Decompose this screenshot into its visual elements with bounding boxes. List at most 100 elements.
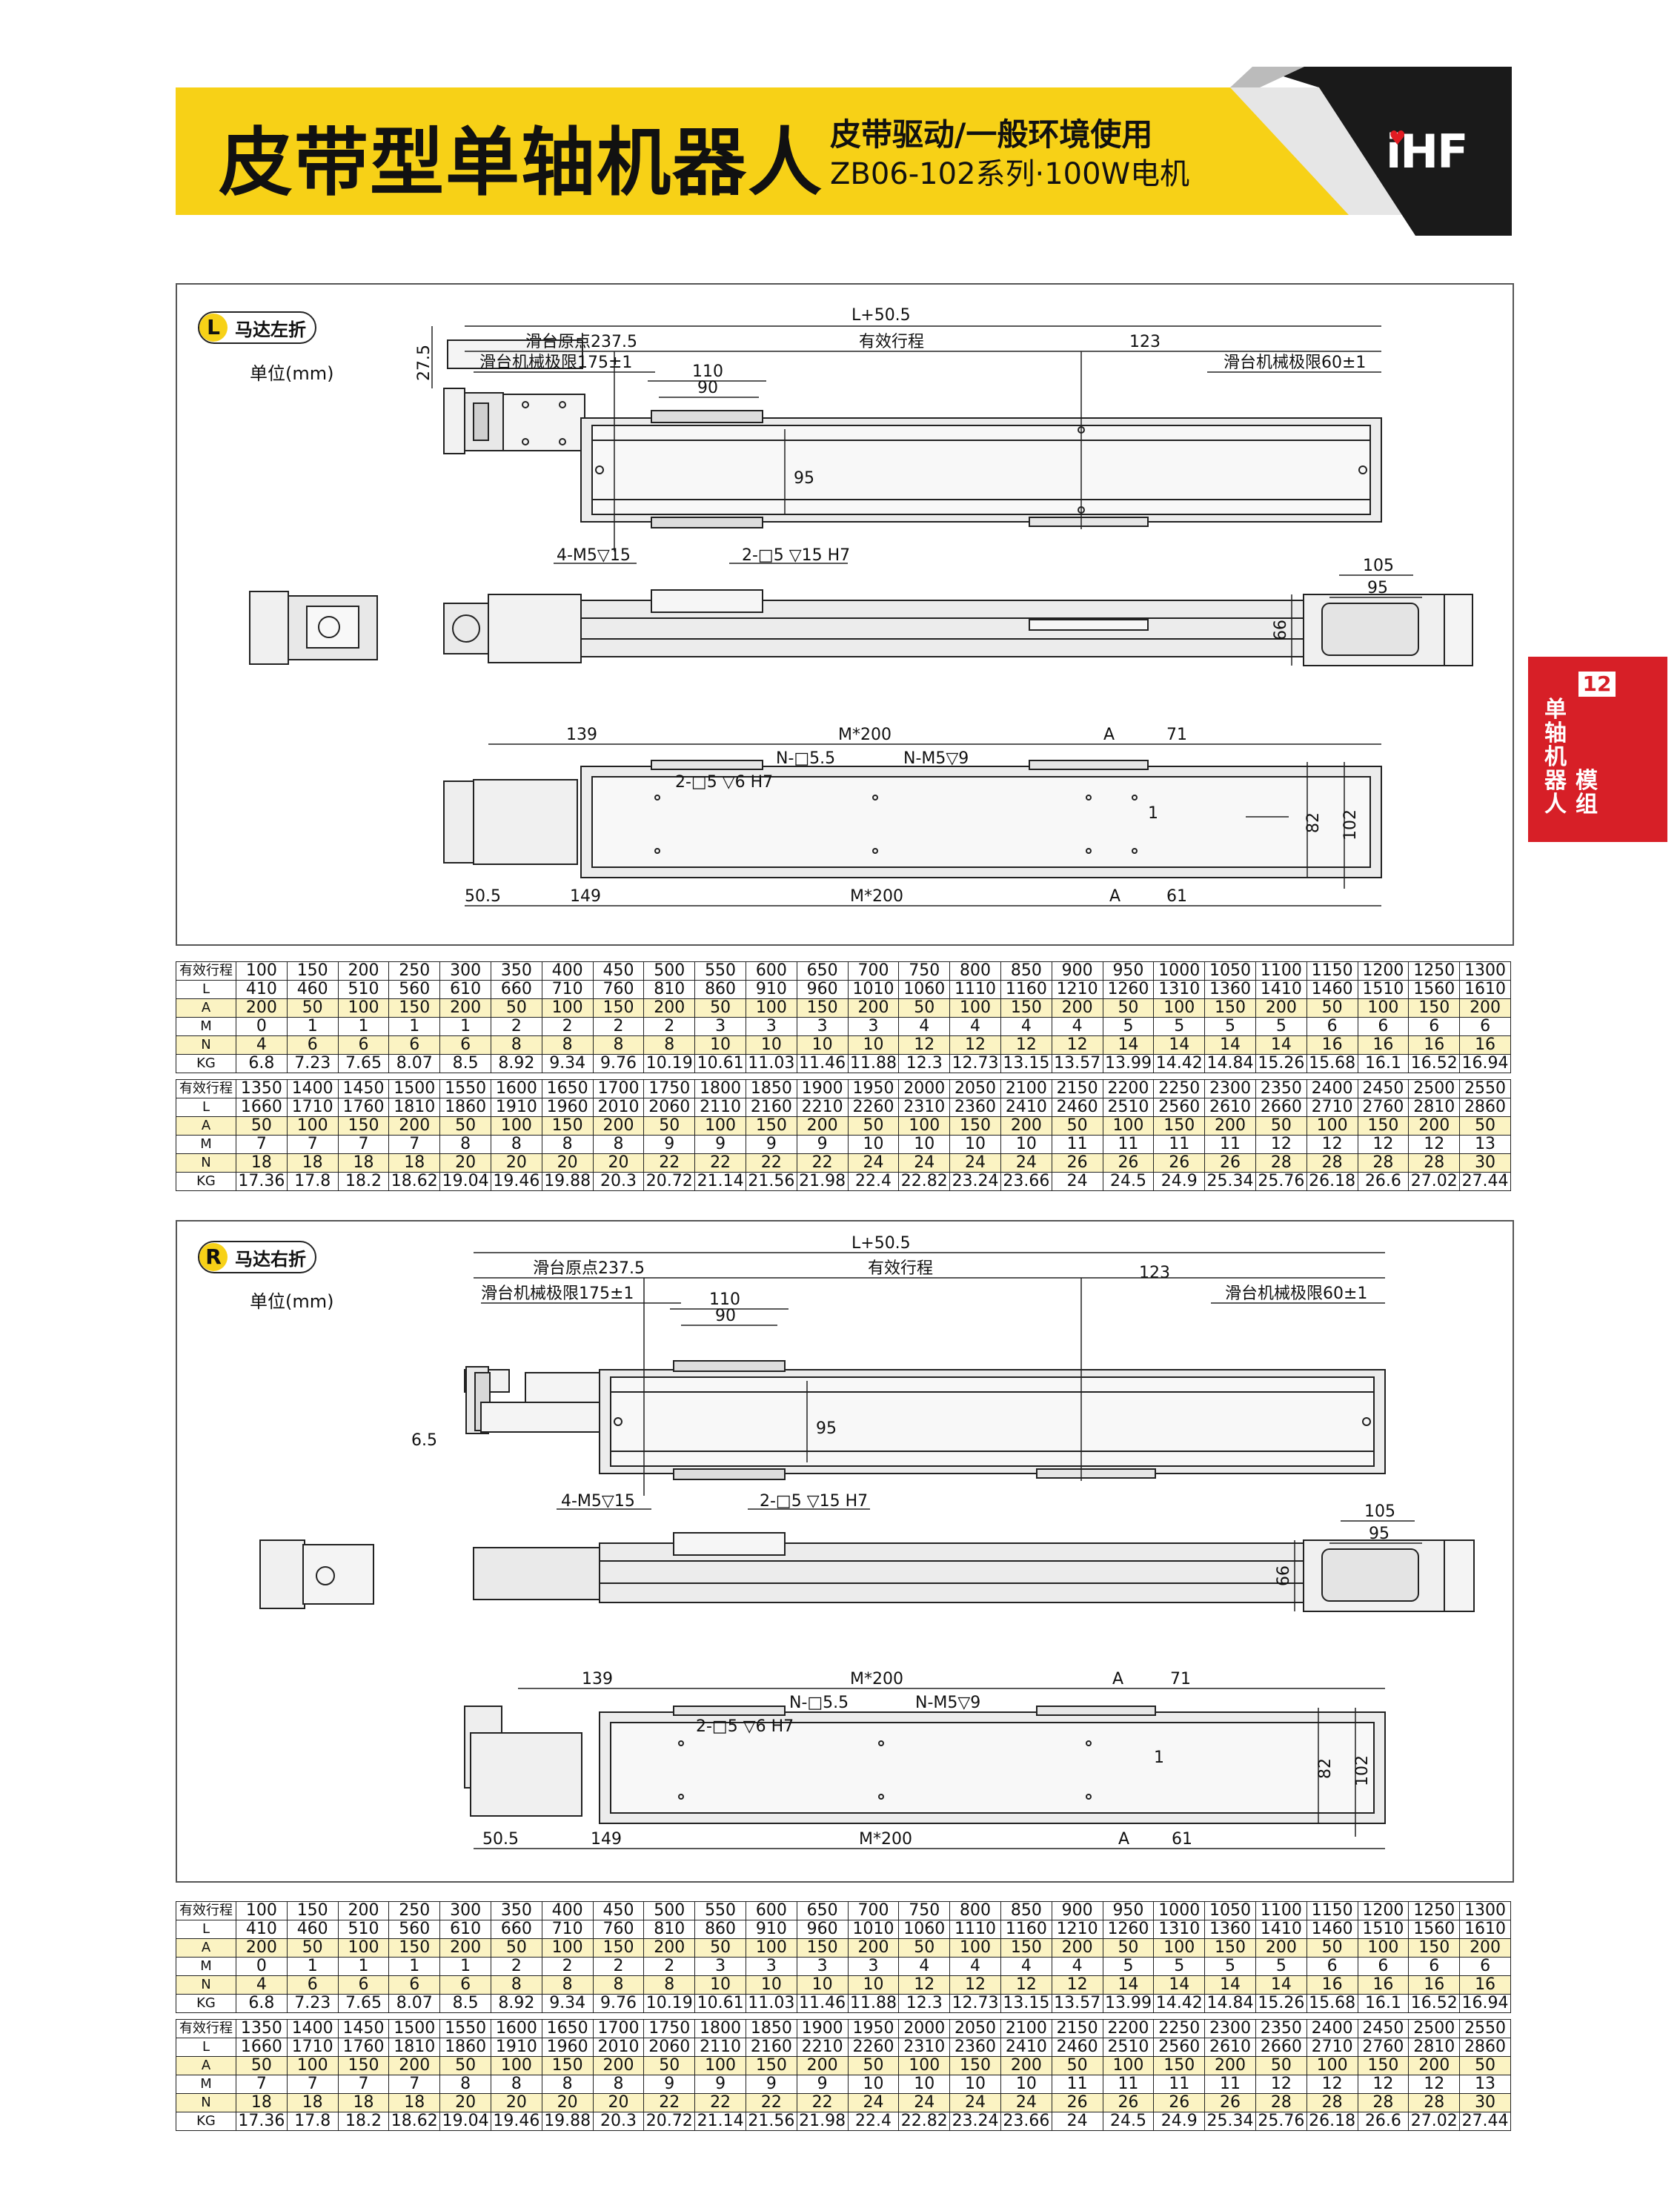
spec-cell: 5 [1153, 1957, 1206, 1976]
dim-limit-right: 滑台机械极限60±1 [1225, 1285, 1367, 1303]
spec-cell: 150 [1153, 1116, 1206, 1136]
spec-cell: 100 [949, 998, 1001, 1018]
spec-cell: 2410 [1000, 1098, 1052, 1117]
spec-cell: 18 [286, 1153, 339, 1173]
spec-cell: 0 [236, 1017, 288, 1036]
spec-cell: 26.6 [1357, 2112, 1410, 2131]
spec-cell: 6 [1306, 1017, 1358, 1036]
spec-cell: 1 [388, 1017, 441, 1036]
spec-cell: 200 [1051, 1938, 1103, 1958]
spec-cell: 1550 [439, 2019, 491, 2038]
spec-cell: 750 [898, 961, 951, 981]
spec-cell: 6 [388, 1035, 441, 1055]
spec-cell: 100 [1357, 1938, 1410, 1958]
spec-cell: 1650 [541, 1079, 594, 1098]
spec-cell: 7 [337, 2075, 390, 2094]
spec-cell: 24 [949, 1153, 1001, 1173]
spec-cell: 19.04 [439, 2112, 491, 2131]
spec-cell: 1610 [1459, 1920, 1511, 1939]
spec-cell: 14.84 [1204, 1994, 1256, 2013]
spec-cell: 17.8 [286, 1172, 339, 1191]
spec-cell: 1110 [949, 980, 1001, 999]
spec-row-label: N [176, 1153, 236, 1173]
spec-cell: 1900 [796, 1079, 849, 1098]
spec-cell: 1 [286, 1957, 339, 1976]
spec-cell: 1 [439, 1957, 491, 1976]
spec-cell: 12 [1357, 2075, 1410, 2094]
spec-cell: 25.34 [1204, 2112, 1256, 2131]
spec-cell: 25.76 [1255, 2112, 1307, 2131]
spec-cell: 7 [388, 1135, 441, 1154]
spec-cell: 8 [541, 1035, 594, 1055]
spec-cell: 200 [388, 2056, 441, 2075]
spec-cell: 660 [490, 1920, 542, 1939]
spec-cell: 400 [541, 961, 594, 981]
spec-cell: 4 [898, 1017, 951, 1036]
spec-cell: 18 [388, 1153, 441, 1173]
spec-cell: 4 [949, 1017, 1001, 1036]
spec-cell: 50 [1459, 1116, 1511, 1136]
spec-cell: 150 [592, 1938, 645, 1958]
spec-cell: 17.36 [236, 1172, 288, 1191]
spec-cell: 11.46 [796, 1994, 849, 2013]
dim-71: 71 [1170, 1670, 1191, 1688]
spec-cell: 50 [1255, 2056, 1307, 2075]
spec-cell: 350 [490, 1901, 542, 1920]
spec-cell: 1200 [1357, 1901, 1410, 1920]
spec-cell: 150 [796, 998, 849, 1018]
spec-cell: 18 [337, 2093, 390, 2112]
spec-cell: 8 [592, 1975, 645, 1995]
spec-cell: 2400 [1306, 1079, 1358, 1098]
spec-row-label: KG [176, 1054, 236, 1073]
dim-27-5: 27.5 [415, 345, 434, 381]
spec-cell: 15.26 [1255, 1054, 1307, 1073]
spec-cell: 2510 [1102, 2038, 1155, 2057]
dim-origin: 滑台原点237.5 [533, 1259, 645, 1278]
spec-cell: 200 [643, 998, 696, 1018]
spec-cell: 1350 [236, 2019, 288, 2038]
spec-cell: 710 [541, 1920, 594, 1939]
spec-cell: 1960 [541, 2038, 594, 2057]
dim-61: 61 [1166, 887, 1187, 906]
spec-cell: 8 [643, 1035, 696, 1055]
spec-cell: 12 [1000, 1975, 1052, 1995]
spec-cell: 16 [1306, 1975, 1358, 1995]
spec-cell: 11.88 [847, 1994, 900, 2013]
spec-cell: 200 [1408, 1116, 1461, 1136]
spec-cell: 28 [1357, 1153, 1410, 1173]
spec-cell: 20 [490, 2093, 542, 2112]
spec-cell: 8.92 [490, 1994, 542, 2013]
dim-90: 90 [715, 1307, 736, 1325]
spec-cell: 24 [898, 2093, 951, 2112]
spec-cell: 50 [847, 2056, 900, 2075]
spec-cell: 8 [592, 1135, 645, 1154]
spec-cell: 1660 [236, 1098, 288, 1117]
spec-cell: 4 [1000, 1957, 1052, 1976]
spec-cell: 50 [1051, 2056, 1103, 2075]
dim-110: 110 [692, 362, 723, 381]
heart-icon: ♥ [1389, 127, 1406, 150]
spec-cell: 200 [1051, 998, 1103, 1018]
spec-cell: 950 [1102, 1901, 1155, 1920]
spec-cell: 28 [1408, 1153, 1461, 1173]
dim-66: 66 [1275, 1565, 1293, 1586]
spec-cell: 50 [898, 998, 951, 1018]
spec-cell: 9 [796, 1135, 849, 1154]
spec-cell: 1200 [1357, 961, 1410, 981]
spec-row-label: N [176, 1035, 236, 1055]
spec-cell: 3 [796, 1017, 849, 1036]
spec-cell: 2560 [1153, 2038, 1206, 2057]
spec-cell: 8.07 [388, 1994, 441, 2013]
spec-cell: 2060 [643, 2038, 696, 2057]
dim-102: 102 [1353, 1755, 1372, 1786]
spec-cell: 8 [439, 2075, 491, 2094]
spec-cell: 27.44 [1459, 2112, 1511, 2131]
dim-a-bottom: A [1109, 887, 1120, 906]
spec-cell: 810 [643, 980, 696, 999]
